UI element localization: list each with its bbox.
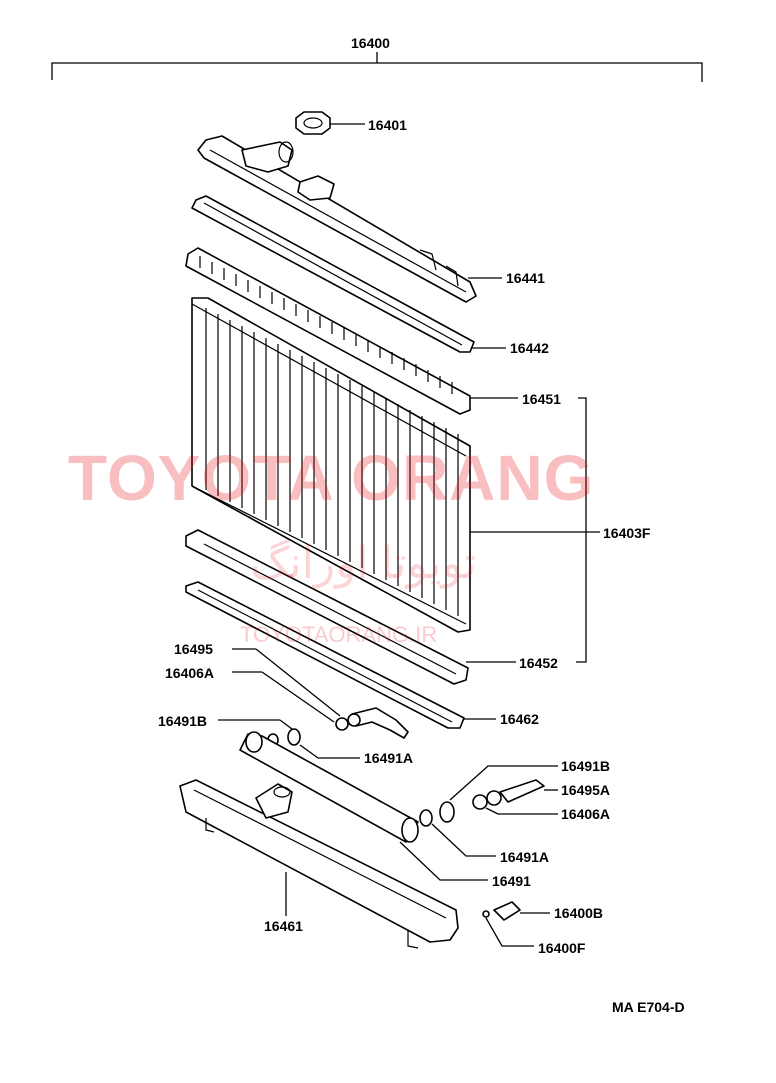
radiator-core: [191, 297, 600, 633]
lower-gasket: [185, 581, 496, 729]
label-drain-plug: 16400F: [538, 940, 586, 956]
assembly-bracket: [51, 52, 703, 82]
right-orings: [419, 765, 558, 857]
label-connector-right2: 16406A: [561, 806, 610, 822]
watermark-brand: TOYOTA ORANG: [68, 442, 594, 514]
pipe: [239, 731, 488, 881]
label-lower-gasket: 16462: [500, 711, 539, 727]
drain-parts: [482, 901, 550, 947]
upper-tank: [197, 135, 502, 303]
label-lower-tank: 16461: [264, 918, 303, 934]
ref-code: MA E704-D: [612, 999, 685, 1015]
label-pipe: 16491: [492, 873, 531, 889]
lower-plate: [185, 529, 516, 685]
label-drain-cock: 16400B: [554, 905, 603, 921]
assembly-label: 16400: [351, 35, 390, 51]
label-connector-right: 16495A: [561, 782, 610, 798]
watermark-farsi: تویوتا اورانگ: [250, 538, 476, 589]
label-core: 16403F: [603, 525, 651, 541]
label-oring-left: 16491B: [158, 713, 207, 729]
right-connector: [472, 779, 558, 815]
label-upper-tank: 16441: [506, 270, 545, 286]
label-hose-right: 16491B: [561, 758, 610, 774]
label-oring-left2: 16491A: [364, 750, 413, 766]
watermark-domain: TOYOTAORANG.IR: [240, 622, 437, 647]
label-upper-plate: 16451: [522, 391, 561, 407]
label-cap: 16401: [368, 117, 407, 133]
core-bracket: [576, 397, 587, 663]
label-connector-left: 16406A: [165, 665, 214, 681]
left-hose-assembly: [232, 648, 409, 739]
upper-plate: [185, 247, 518, 415]
radiator-cap: [295, 111, 365, 135]
label-hose-left: 16495: [174, 641, 213, 657]
label-lower-plate: 16452: [519, 655, 558, 671]
label-upper-gasket: 16442: [510, 340, 549, 356]
lower-tank: [179, 779, 459, 949]
label-oring-right: 16491A: [500, 849, 549, 865]
upper-gasket: [191, 195, 506, 353]
